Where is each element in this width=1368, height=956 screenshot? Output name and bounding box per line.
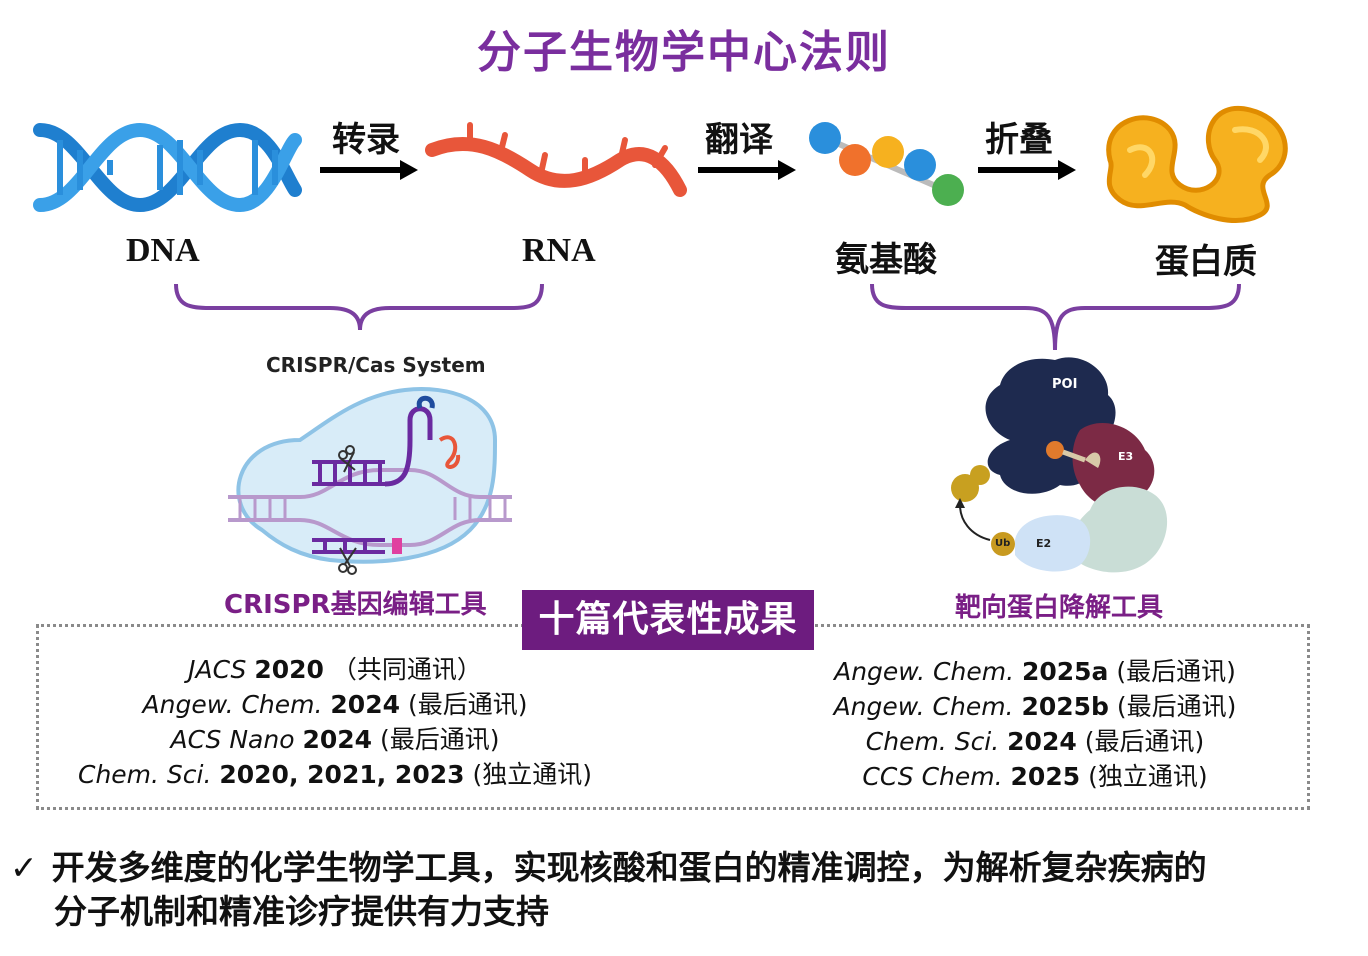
publication-item: Chem. Sci. 2020, 2021, 2023 (独立通讯) [77, 760, 592, 789]
e2-label: E2 [1036, 537, 1052, 550]
bracket-right-icon [870, 283, 1241, 351]
check-icon: ✓ [10, 848, 38, 887]
publication-item: Chem. Sci. 2024 (最后通讯) [865, 727, 1205, 756]
bracket-left-icon [174, 283, 544, 331]
transcription-label: 转录 [332, 120, 400, 160]
translation-label: 翻译 [705, 120, 773, 160]
dna-helix-icon [33, 122, 302, 213]
page-title: 分子生物学中心法则 [477, 27, 891, 78]
folded-protein-icon [1106, 105, 1288, 223]
protein-label: 蛋白质 [1155, 242, 1257, 282]
arrow-folding-icon [978, 160, 1076, 180]
amino-acid-chain-icon [809, 122, 964, 206]
publication-item: Angew. Chem. 2025a (最后通讯) [834, 657, 1236, 686]
arrow-transcription-icon [320, 160, 418, 180]
rna-label: RNA [522, 232, 596, 269]
poi-label: POI [1052, 377, 1078, 392]
crispr-cas-illustration [228, 387, 512, 575]
e3-label: E3 [1118, 450, 1134, 463]
dna-label: DNA [126, 232, 200, 269]
rna-strand-icon [425, 122, 687, 197]
protein-degradation-illustration [951, 357, 1168, 573]
publication-item: Angew. Chem. 2024 (最后通讯) [142, 690, 528, 719]
ub-label: Ub [995, 538, 1011, 549]
conclusion-text: ✓开发多维度的化学生物学工具，实现核酸和蛋白的精准调控，为解析复杂疾病的 分子机… [10, 848, 1207, 931]
arrow-translation-icon [698, 160, 796, 180]
crispr-system-label: CRISPR/Cas System [266, 353, 486, 377]
amino-acid-label: 氨基酸 [835, 240, 937, 280]
publication-item: CCS Chem. 2025 (独立通讯) [862, 762, 1208, 791]
folding-label: 折叠 [985, 120, 1053, 160]
crispr-caption: CRISPR基因编辑工具 [224, 590, 487, 620]
degradation-caption: 靶向蛋白降解工具 [955, 593, 1164, 623]
publication-item: JACS 2020 （共同通讯） [188, 655, 482, 684]
publication-item: Angew. Chem. 2025b (最后通讯) [833, 692, 1237, 721]
left-publications: JACS 2020 （共同通讯） Angew. Chem. 2024 (最后通讯… [40, 652, 630, 792]
right-publications: Angew. Chem. 2025a (最后通讯) Angew. Chem. 2… [740, 654, 1330, 794]
central-dogma-diagram [33, 105, 1288, 575]
publication-item: ACS Nano 2024 (最后通讯) [170, 725, 500, 754]
representative-results-badge: 十篇代表性成果 [522, 590, 814, 650]
